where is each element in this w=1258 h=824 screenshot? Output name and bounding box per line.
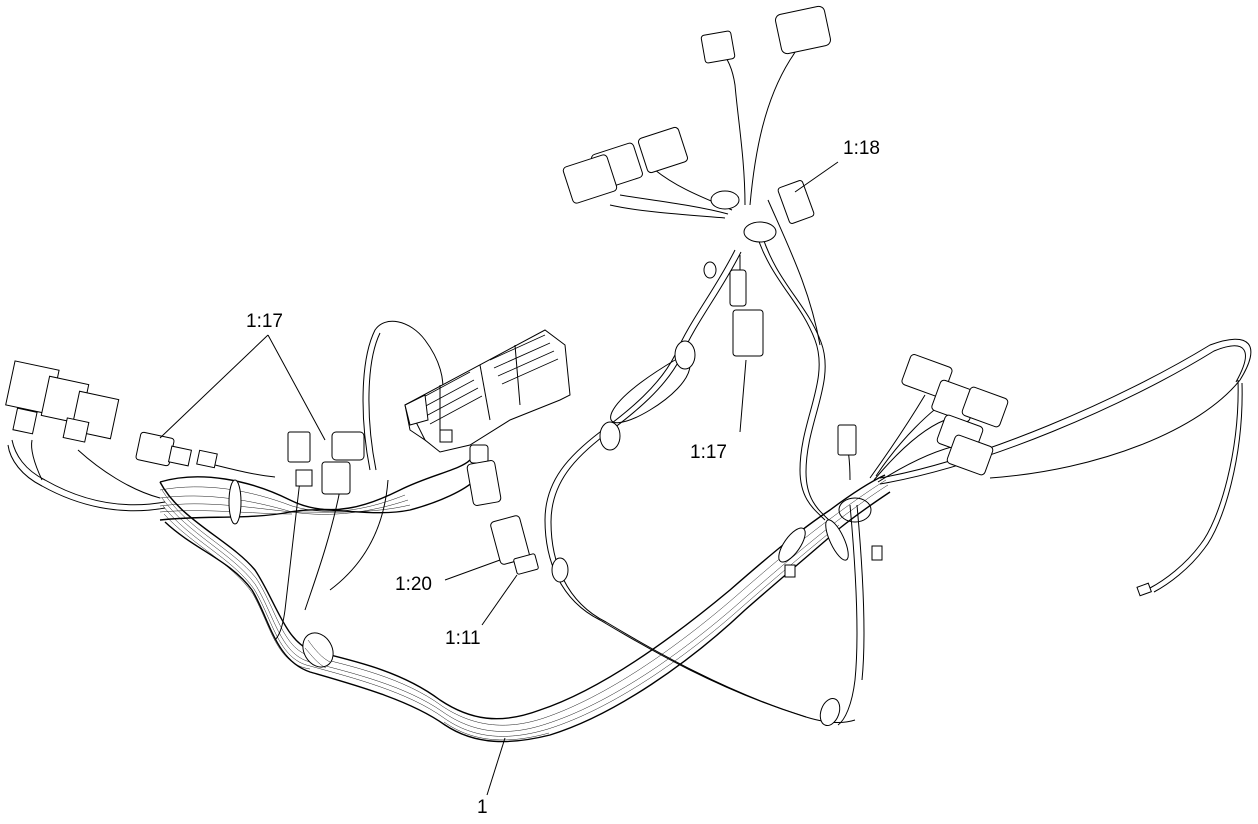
connector-1-17-left — [135, 431, 276, 478]
callout-1-18: 1:18 — [843, 138, 880, 159]
left-breakout-connectors — [287, 431, 365, 495]
right-connectors — [784, 354, 1009, 578]
main-harness-bundle — [159, 190, 891, 743]
wire-runs — [7, 34, 1252, 726]
callout-1-17-left: 1:17 — [246, 311, 283, 332]
callout-1-11: 1:11 — [445, 628, 481, 649]
left-end-connectors — [5, 360, 120, 443]
callout-1-17-right: 1:17 — [690, 442, 727, 463]
top-connectors — [562, 5, 831, 357]
callout-1-20: 1:20 — [395, 574, 432, 595]
ecu-module — [404, 329, 571, 575]
leader-lines — [159, 161, 839, 796]
callout-1: 1 — [477, 797, 488, 818]
